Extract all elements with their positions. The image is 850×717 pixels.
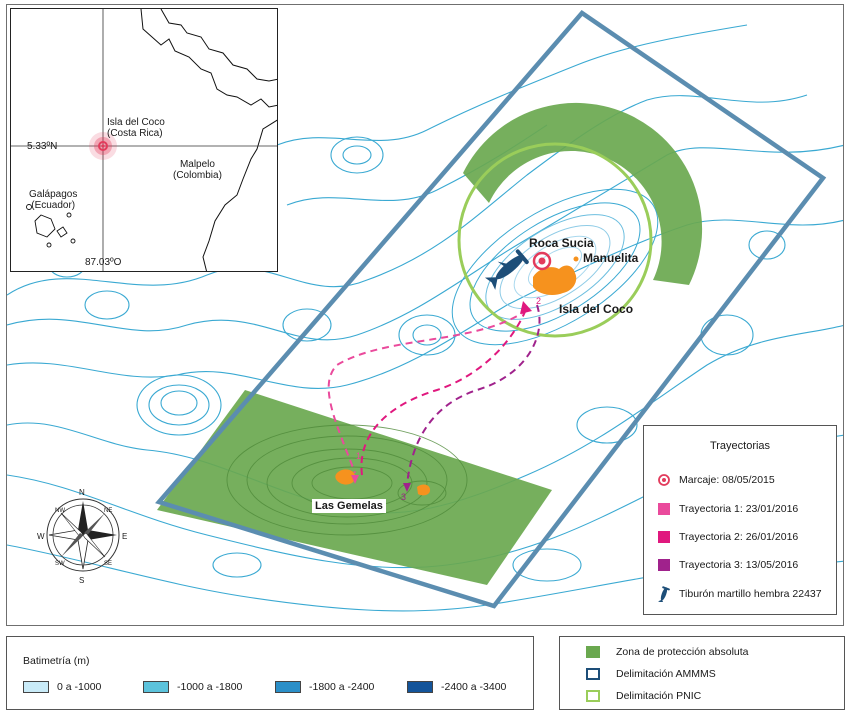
inset-galapagos-label: Galápagos (Ecuador) [29,189,78,211]
trajectory-3-number: 3 [401,492,407,502]
legend-item-trajectory-1: Trayectoria 1: 23/01/2016 [658,501,798,517]
bathy-swatch-4 [407,681,433,693]
map-frame: Roca Sucia Manuelita Isla del Coco Las G… [6,4,844,626]
trajectory-3-path [406,304,541,486]
bathymetry-map [7,10,843,612]
trajectories-legend: Trayectorias Marcaje: 08/05/2015 Trayect… [643,425,837,615]
las-gemelas-island-2 [417,484,431,496]
zone-item-ammms: Delimitación AMMMS [586,668,716,680]
trajectory-1-path [327,309,528,474]
zones-legend: Zona de protección absoluta Delimitación… [559,636,845,710]
legend-item-trajectory-2: Trayectoria 2: 26/01/2016 [658,529,798,545]
bathy-swatch-3 [275,681,301,693]
isla-del-coco-island [533,265,577,295]
compass-nw: NW [55,508,65,514]
pnic-swatch [586,690,600,702]
trajectory-1-swatch [658,503,670,515]
bathy-item-1: 0 a -1000 [23,681,101,693]
inset-malpelo-label: Malpelo (Colombia) [173,159,222,181]
legend-item-shark: Tiburón martillo hembra 22437 [658,586,822,602]
protection-zone-swatch [586,646,600,658]
hammerhead-shark-icon [658,586,670,602]
compass-rose-icon [46,498,120,572]
trajectories-legend-title: Trayectorias [709,440,771,452]
bathymetry-legend: Batimetría (m) 0 a -1000 -1000 a -1800 -… [6,636,534,710]
target-icon [658,474,670,486]
compass-se: SE [104,561,113,567]
compass-sw: SW [55,561,65,567]
las-gemelas-label: Las Gemelas [312,499,386,513]
trajectory-3-swatch [658,559,670,571]
compass-w: W [37,532,45,541]
ammms-boundary [155,10,827,609]
inset-longitude-label: 87.03ºO [85,257,122,268]
compass-e: E [122,532,128,541]
inset-locator-map: Isla del Coco (Costa Rica) Malpelo (Colo… [10,8,278,272]
compass-ne: NE [104,508,113,514]
gemelas-protection-zone [157,390,552,585]
compass-s: S [79,576,85,585]
bathy-item-4: -2400 a -3400 [407,681,506,693]
trajectory-2-path [360,306,528,476]
compass-n: N [79,488,85,497]
ammms-swatch [586,668,600,680]
bathy-swatch-1 [23,681,49,693]
bathy-item-3: -1800 a -2400 [275,681,374,693]
trajectory-2-number: 2 [536,296,542,306]
manuelita-islet [573,256,579,262]
bathymetry-legend-title: Batimetría (m) [23,655,90,667]
bathy-swatch-2 [143,681,169,693]
trajectory-2-swatch [658,531,670,543]
las-gemelas-island-1 [335,469,356,485]
pnic-boundary [457,142,653,338]
zone-item-pnic: Delimitación PNIC [586,690,701,702]
bathy-item-2: -1000 a -1800 [143,681,242,693]
hammerhead-shark-icon [484,249,529,290]
legend-item-trajectory-3: Trayectoria 3: 13/05/2016 [658,557,798,573]
zone-item-protection: Zona de protección absoluta [586,646,749,658]
inset-coco-label: Isla del Coco (Costa Rica) [107,117,165,139]
legend-item-tagging: Marcaje: 08/05/2015 [658,472,775,488]
inset-latitude-label: 5.33ºN [27,141,58,152]
isla-del-coco-label: Isla del Coco [559,302,634,316]
trajectory-1-number: 1 [356,451,362,461]
tagging-target-icon [532,251,552,271]
roca-sucia-label: Roca Sucia [529,236,594,250]
manuelita-label: Manuelita [583,251,639,265]
